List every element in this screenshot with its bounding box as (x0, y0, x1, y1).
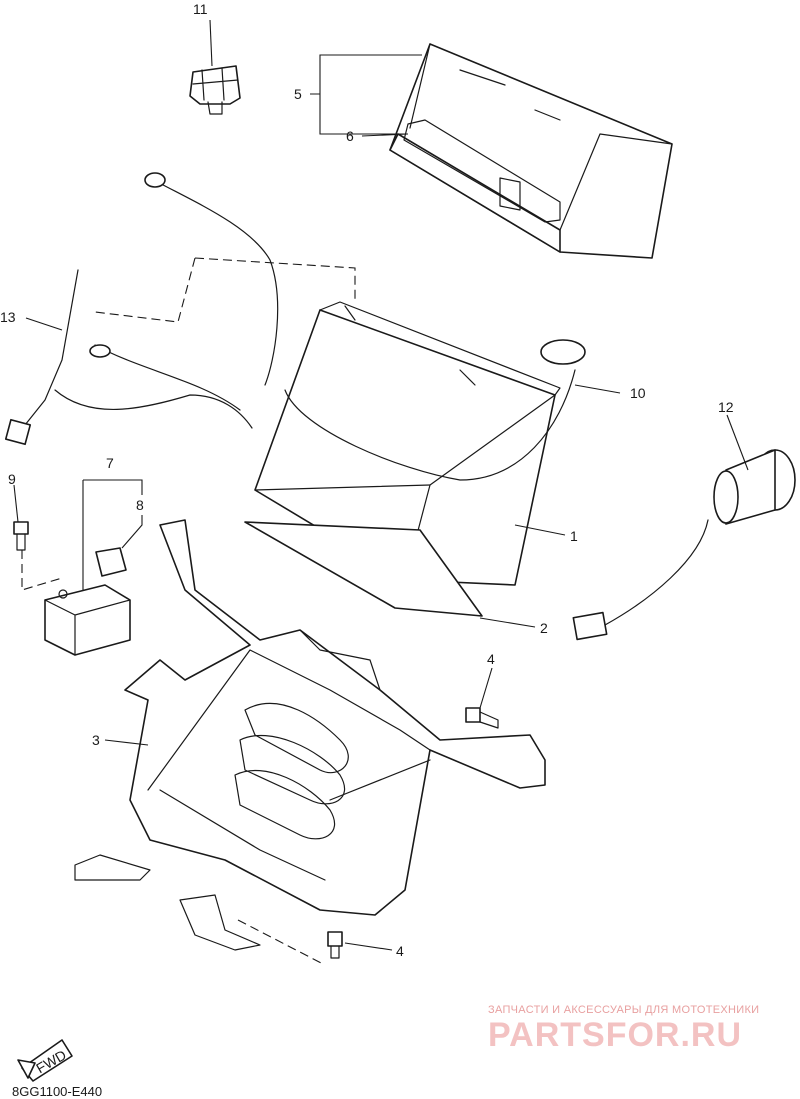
diagram-code: 8GG1100-E440 (12, 1084, 103, 1099)
callout-1: 1 (570, 528, 578, 544)
part-battery-cover (389, 43, 673, 259)
callout-12: 12 (718, 399, 734, 415)
part-battery-box (74, 519, 546, 951)
part-accessory-socket (572, 449, 796, 641)
part-bolt-relay (13, 521, 29, 551)
callout-4-lower: 4 (396, 943, 404, 959)
part-cover-band (403, 119, 561, 223)
part-clamp (189, 65, 241, 115)
callout-5: 5 (294, 86, 302, 102)
part-battery-pad (244, 521, 483, 617)
part-battery-cable (144, 172, 586, 481)
fwd-arrow-icon: FWD (17, 1039, 73, 1082)
callout-7: 7 (106, 455, 114, 471)
part-battery (254, 301, 561, 586)
watermark-brand: PARTSFOR.RU (488, 1016, 743, 1054)
callout-13: 13 (0, 309, 16, 325)
part-relay (44, 584, 131, 656)
part-bolt-lower (327, 931, 343, 959)
part-lead-wire (4, 269, 253, 446)
callout-4-upper: 4 (487, 651, 495, 667)
callout-9: 9 (8, 471, 16, 487)
callout-3: 3 (92, 732, 100, 748)
callout-8: 8 (136, 497, 144, 513)
callout-6: 6 (346, 128, 354, 144)
part-fuse (95, 547, 127, 577)
part-bolt-upper (465, 707, 499, 729)
callout-11: 11 (193, 1, 208, 17)
callout-2: 2 (540, 620, 548, 636)
watermark-tagline: ЗАПЧАСТИ И АКСЕССУАРЫ ДЛЯ МОТОТЕХНИКИ (488, 1004, 760, 1016)
leader-lines (13, 19, 749, 966)
callout-10: 10 (630, 385, 646, 401)
